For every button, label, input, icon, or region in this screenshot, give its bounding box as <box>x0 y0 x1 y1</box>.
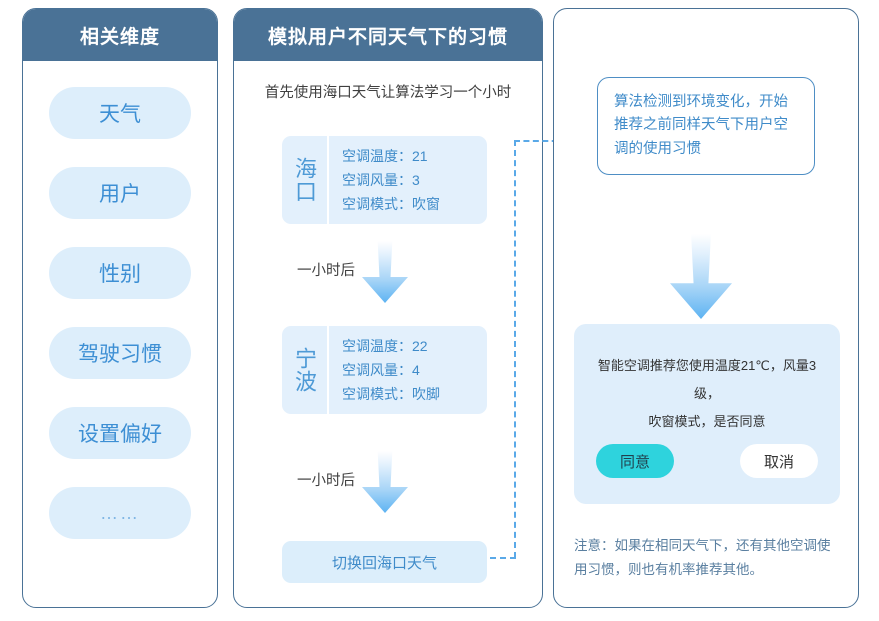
panel-dimensions-title: 相关维度 <box>23 9 217 61</box>
cancel-button[interactable]: 取消 <box>740 444 818 478</box>
dashed-connector-vertical <box>514 140 516 558</box>
transition-label-2: 一小时后 <box>297 473 355 489</box>
down-arrow-icon-recommendation <box>670 234 732 319</box>
panel-related-dimensions: 相关维度 天气 用户 性别 驾驶习惯 设置偏好 …… <box>22 8 218 608</box>
dimension-pill-user[interactable]: 用户 <box>49 167 191 219</box>
attr-temperature: 空调温度：22 <box>342 338 428 354</box>
attr-fan-speed: 空调风量：4 <box>342 362 420 378</box>
dashed-connector-top-horizontal <box>514 140 586 142</box>
state-card-ningbo: 宁波 空调温度：22 空调风量：4 空调模式：吹脚 <box>282 326 487 414</box>
down-arrow-icon-2 <box>362 451 408 513</box>
dimension-pill-list: 天气 用户 性别 驾驶习惯 设置偏好 …… <box>23 61 217 607</box>
recommendation-text-line-1: 智能空调推荐您使用温度21℃，风量3级， <box>597 358 817 401</box>
switch-back-weather-box[interactable]: 切换回海口天气 <box>282 541 487 583</box>
dashed-connector-bottom-horizontal <box>490 557 516 559</box>
dimension-pill-gender[interactable]: 性别 <box>49 247 191 299</box>
agree-button[interactable]: 同意 <box>596 444 674 478</box>
attr-mode: 空调模式：吹窗 <box>342 196 440 212</box>
panel-simulation: 模拟用户不同天气下的习惯 首先使用海口天气让算法学习一个小时 海口 空调温度：2… <box>233 8 543 608</box>
panel-recommendation: 算法检测到环境变化，开始推荐之前同样天气下用户空调的使用习惯 智能空调推荐您使用… <box>553 8 859 608</box>
attr-mode: 空调模式：吹脚 <box>342 386 440 402</box>
transition-label-1: 一小时后 <box>297 263 355 279</box>
panel-dimensions-body: 天气 用户 性别 驾驶习惯 设置偏好 …… <box>23 61 217 607</box>
recommendation-footnote: 注意：如果在相同天气下，还有其他空调使用习惯，则也有机率推荐其他。 <box>574 538 831 577</box>
simulation-intro-text: 首先使用海口天气让算法学习一个小时 <box>264 85 512 101</box>
dimension-pill-driving-habit[interactable]: 驾驶习惯 <box>49 327 191 379</box>
algorithm-detection-callout: 算法检测到环境变化，开始推荐之前同样天气下用户空调的使用习惯 <box>597 77 815 176</box>
recommendation-dialog: 智能空调推荐您使用温度21℃，风量3级， 吹窗模式，是否同意 同意 取消 <box>574 324 840 504</box>
attr-temperature: 空调温度：21 <box>342 148 428 164</box>
dimension-pill-more[interactable]: …… <box>49 487 191 539</box>
dimension-pill-setting-preference[interactable]: 设置偏好 <box>49 407 191 459</box>
state-card-haikou: 海口 空调温度：21 空调风量：3 空调模式：吹窗 <box>282 136 487 224</box>
state-card-attributes: 空调温度：21 空调风量：3 空调模式：吹窗 <box>329 136 487 224</box>
attr-fan-speed: 空调风量：3 <box>342 172 420 188</box>
down-arrow-icon-1 <box>362 241 408 303</box>
state-card-attributes: 空调温度：22 空调风量：4 空调模式：吹脚 <box>329 326 487 414</box>
panel-simulation-title: 模拟用户不同天气下的习惯 <box>234 9 542 61</box>
state-card-city-label: 宁波 <box>282 326 329 414</box>
dimension-pill-weather[interactable]: 天气 <box>49 87 191 139</box>
recommendation-text-line-2: 吹窗模式，是否同意 <box>648 413 766 429</box>
state-card-city-label: 海口 <box>282 136 329 224</box>
panel-simulation-body: 首先使用海口天气让算法学习一个小时 海口 空调温度：21 空调风量：3 空调模式… <box>234 61 542 607</box>
recommendation-buttons: 同意 取消 <box>596 444 818 478</box>
